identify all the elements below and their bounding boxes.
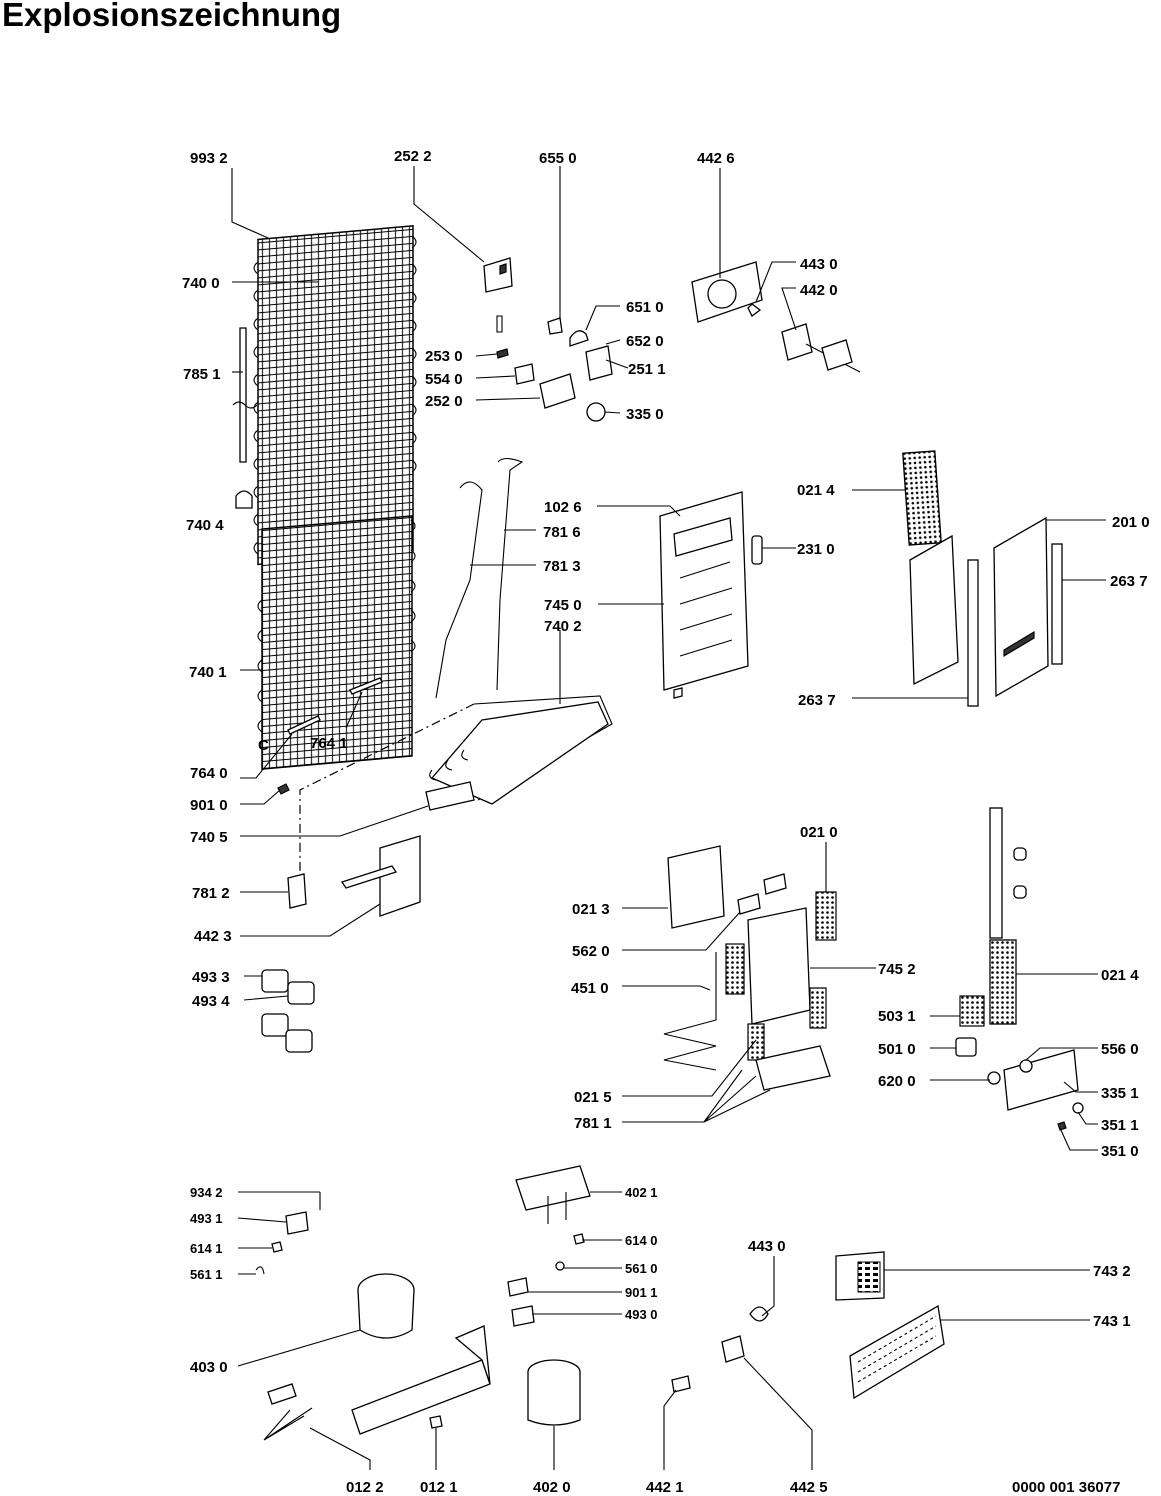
label-part-6510: 651 0 bbox=[626, 299, 664, 316]
label-part-4930: 493 0 bbox=[625, 1307, 658, 1322]
label-part-7401: 740 1 bbox=[189, 664, 227, 681]
label-part-0213: 021 3 bbox=[572, 901, 610, 918]
label-part-5611: 561 1 bbox=[190, 1267, 223, 1282]
label-part-4030: 403 0 bbox=[190, 1359, 228, 1376]
label-part-3511: 351 1 bbox=[1101, 1117, 1139, 1134]
label-part-9010: 901 0 bbox=[190, 797, 228, 814]
part-labels: 993 2 252 2 655 0 442 6 740 0 443 0 442 … bbox=[182, 148, 1150, 1496]
label-part-2520: 252 0 bbox=[425, 393, 463, 410]
label-part-5031: 503 1 bbox=[878, 1008, 916, 1025]
label-part-4420: 442 0 bbox=[800, 282, 838, 299]
label-part-4020: 402 0 bbox=[533, 1479, 571, 1496]
label-part-0122: 012 2 bbox=[346, 1479, 384, 1496]
label-part-5540: 554 0 bbox=[425, 371, 463, 388]
label-part-0214-a: 021 4 bbox=[797, 482, 835, 499]
condenser-upper bbox=[253, 225, 417, 566]
label-part-7431: 743 1 bbox=[1093, 1313, 1131, 1330]
evaporator-plate bbox=[659, 491, 749, 699]
label-part-2522: 252 2 bbox=[394, 148, 432, 165]
label-part-3350: 335 0 bbox=[626, 406, 664, 423]
label-part-6520: 652 0 bbox=[626, 333, 664, 350]
label-part-7404: 740 4 bbox=[186, 517, 224, 534]
label-part-7851: 785 1 bbox=[183, 366, 221, 383]
label-part-9932-a: 993 2 bbox=[190, 150, 228, 167]
label-part-7452: 745 2 bbox=[878, 961, 916, 978]
label-part-3351: 335 1 bbox=[1101, 1085, 1139, 1102]
label-part-2530: 253 0 bbox=[425, 348, 463, 365]
condenser-lower: C bbox=[257, 515, 416, 770]
label-part-2310: 231 0 bbox=[797, 541, 835, 558]
label-part-6200: 620 0 bbox=[878, 1073, 916, 1090]
label-part-4430-a: 443 0 bbox=[800, 256, 838, 273]
label-part-4421: 442 1 bbox=[646, 1479, 684, 1496]
compressor-upper bbox=[357, 1273, 415, 1339]
label-part-6550: 655 0 bbox=[539, 150, 577, 167]
label-part-7400: 740 0 bbox=[182, 275, 220, 292]
label-part-7816: 781 6 bbox=[543, 524, 581, 541]
label-part-4021: 402 1 bbox=[625, 1185, 658, 1200]
label-part-4425: 442 5 bbox=[790, 1479, 828, 1496]
label-part-5010: 501 0 bbox=[878, 1041, 916, 1058]
label-part-5620: 562 0 bbox=[572, 943, 610, 960]
label-part-0210: 021 0 bbox=[800, 824, 838, 841]
label-part-0215: 021 5 bbox=[574, 1089, 612, 1106]
label-part-6141: 614 1 bbox=[190, 1241, 223, 1256]
label-part-0121: 012 1 bbox=[420, 1479, 458, 1496]
parts-artwork: C bbox=[232, 225, 1084, 1441]
label-part-6140: 614 0 bbox=[625, 1233, 658, 1248]
label-part-5610: 561 0 bbox=[625, 1261, 658, 1276]
page-title: Explosionszeichnung bbox=[2, 0, 342, 33]
label-part-7432: 743 2 bbox=[1093, 1263, 1131, 1280]
label-part-7641: 764 1 bbox=[310, 735, 348, 752]
label-part-1026: 102 6 bbox=[544, 499, 582, 516]
label-part-7811: 781 1 bbox=[574, 1115, 612, 1132]
label-part-4934: 493 4 bbox=[192, 993, 230, 1010]
label-part-7450: 745 0 bbox=[544, 597, 582, 614]
label-part-5560: 556 0 bbox=[1101, 1041, 1139, 1058]
label-part-2637-a: 263 7 bbox=[1110, 573, 1148, 590]
label-part-4510: 451 0 bbox=[571, 980, 609, 997]
label-part-7405: 740 5 bbox=[190, 829, 228, 846]
clip-7404 bbox=[235, 490, 253, 509]
leader-lines bbox=[231, 166, 1106, 1470]
label-part-7640: 764 0 bbox=[190, 765, 228, 782]
compressor-lower bbox=[527, 1359, 581, 1426]
label-part-2511: 251 1 bbox=[628, 361, 666, 378]
drawing-number: 0000 001 36077 bbox=[1012, 1479, 1120, 1496]
label-part-7813: 781 3 bbox=[543, 558, 581, 575]
label-part-7812: 781 2 bbox=[192, 885, 230, 902]
label-part-4426: 442 6 bbox=[697, 150, 735, 167]
label-part-2637-b: 263 7 bbox=[798, 692, 836, 709]
label-part-0214-b: 021 4 bbox=[1101, 967, 1139, 984]
label-part-4430-b: 443 0 bbox=[748, 1238, 786, 1255]
label-part-2010: 201 0 bbox=[1112, 514, 1150, 531]
svg-text:C: C bbox=[258, 737, 269, 754]
label-part-4423: 442 3 bbox=[194, 928, 232, 945]
label-part-3510: 351 0 bbox=[1101, 1143, 1139, 1160]
label-part-7402: 740 2 bbox=[544, 618, 582, 635]
label-part-9011: 901 1 bbox=[625, 1285, 658, 1300]
evaporator-coil bbox=[429, 695, 613, 805]
tube-7851 bbox=[239, 327, 247, 463]
label-part-4933: 493 3 bbox=[192, 969, 230, 986]
label-part-4931: 493 1 bbox=[190, 1211, 223, 1226]
label-part-9342: 934 2 bbox=[190, 1185, 223, 1200]
